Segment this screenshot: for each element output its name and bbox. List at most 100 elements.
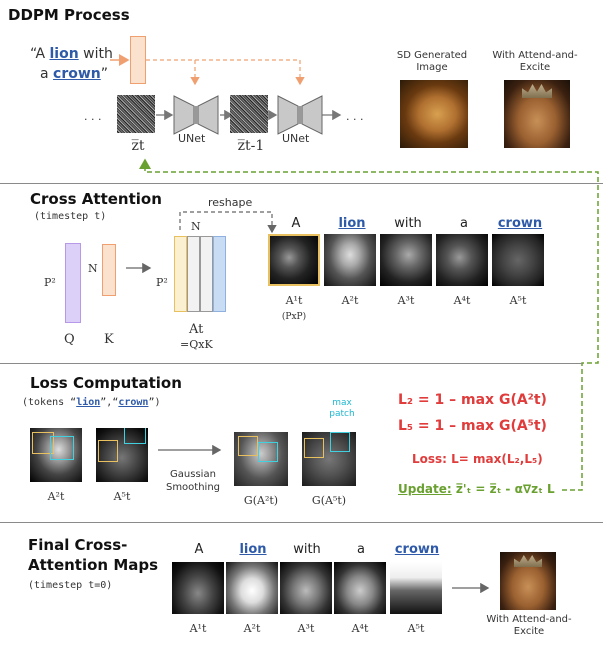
noisy-latent-zt-1 [230,95,268,133]
equation-loss: Loss: L= max(L₂,L₅) [412,452,543,466]
yellow-patch-box [304,438,324,458]
loss-label-a5: A⁵t [113,490,131,503]
final-label-a2: A²t [243,622,261,635]
prompt-part: “A [30,46,50,62]
smoothed-map-g5 [302,432,356,486]
prompt-part: with [78,46,113,62]
separator-2 [0,363,582,364]
label-zt-1: z̅t-1 [237,138,265,154]
final-token-with: with [293,542,321,557]
final-token-crown: crown [394,542,440,557]
loss-map-a2 [30,428,82,482]
label-g-a5: G(A⁵t) [311,494,347,507]
sd-generated-lion-image [400,80,468,148]
cross-label-pxp: (PxP) [281,312,307,322]
prompt-part: ” [100,66,109,82]
cross-map-a4 [436,234,488,286]
prompt-token-lion: lion [49,46,79,62]
ddpm-title: DDPM Process [8,6,130,24]
prompt-token-crown: crown [53,66,101,82]
final-token-a2: a [357,542,365,557]
text-embedding-bar [130,36,146,84]
final-title-line1: Final Cross- [28,536,128,554]
smoothed-map-g2 [234,432,288,486]
label-at: At [189,322,204,337]
yellow-patch-box [32,432,54,454]
cyan-patch-box [124,428,146,444]
final-title-line2: Attention Maps [28,556,159,574]
final-map-a1 [172,562,224,614]
final-map-a5 [390,562,442,614]
cross-label-a3: A³t [397,294,415,307]
prompt-part: a [40,66,54,82]
cross-connectors [126,211,277,274]
attention-col-3 [200,236,213,312]
separator-1 [0,183,603,184]
cross-token-lion: lion [338,216,366,231]
loss-title: Loss Computation [30,374,182,392]
final-result-image [500,552,556,610]
sd-label: SD Generated Image [396,50,468,73]
label-n-a: N [191,220,201,233]
final-token-lion: lion [239,542,267,557]
cross-attention-subtitle: (timestep t) [34,211,107,222]
cyan-patch-box [330,432,350,452]
k-matrix [102,244,116,296]
label-p2-a: P² [156,276,168,289]
loss-token-crown: crown [118,397,149,408]
cyan-patch-box [50,436,74,460]
q-matrix [65,243,81,323]
loss-subtitle-part: ”) [148,397,161,408]
final-result-label: With Attend-and-Excite [486,614,572,637]
attention-col-2 [187,236,200,312]
label-n-k: N [88,262,98,275]
yellow-patch-box [238,436,258,456]
dots-right: . . . [346,110,364,123]
label-unet-1: UNet [178,132,206,145]
final-token-a: A [194,542,204,557]
final-label-a3: A³t [297,622,315,635]
attend-excite-lion-crown-image [504,80,570,148]
attention-matrix [174,236,226,312]
prompt-text: “A lion with a crown” [30,44,113,84]
cross-attention-title: Cross Attention [30,190,162,208]
gaussian-label: Gaussian Smoothing [165,469,221,493]
cross-label-a1: A¹t [285,294,303,307]
separator-3 [0,522,603,523]
reshape-label: reshape [208,196,253,209]
loss-subtitle: (tokens “lion”,“crown”) [22,397,161,408]
max-patch-label: max patch [329,398,355,419]
label-qxk: =QxK [180,338,213,351]
loss-map-a5 [96,428,148,482]
final-label-a4: A⁴t [351,622,369,635]
attention-col-4 [213,236,226,312]
gaussian-arrow [158,444,222,456]
final-label-a5: A⁵t [407,622,425,635]
final-map-a3 [280,562,332,614]
label-q: Q [64,332,75,347]
loss-token-lion: lion [76,397,101,408]
update-formula: z̅'ₜ = z̅ₜ - α∇zₜ L [451,482,555,496]
cross-token-a: A [291,216,301,231]
final-map-a4 [334,562,386,614]
final-arrow [452,582,490,594]
final-subtitle: (timestep t=0) [28,580,113,591]
label-g-a2: G(A²t) [243,494,279,507]
cross-token-a2: a [460,216,468,231]
loss-label-a2: A²t [47,490,65,503]
cyan-patch-box [258,442,278,462]
cross-map-a5 [492,234,544,286]
cross-map-a2 [324,234,376,286]
label-unet-2: UNet [282,132,310,145]
cross-map-a1 [268,234,320,286]
cross-label-a2: A²t [341,294,359,307]
ddpm-connectors [110,54,342,135]
equation-l2: L₂ = 1 – max G(A²t) [398,392,547,408]
noisy-latent-zt [117,95,155,133]
dots-left: . . . [84,110,102,123]
attention-col-1 [174,236,187,312]
final-label-a1: A¹t [189,622,207,635]
cross-token-with: with [394,216,422,231]
label-p2-q: P² [44,276,56,289]
